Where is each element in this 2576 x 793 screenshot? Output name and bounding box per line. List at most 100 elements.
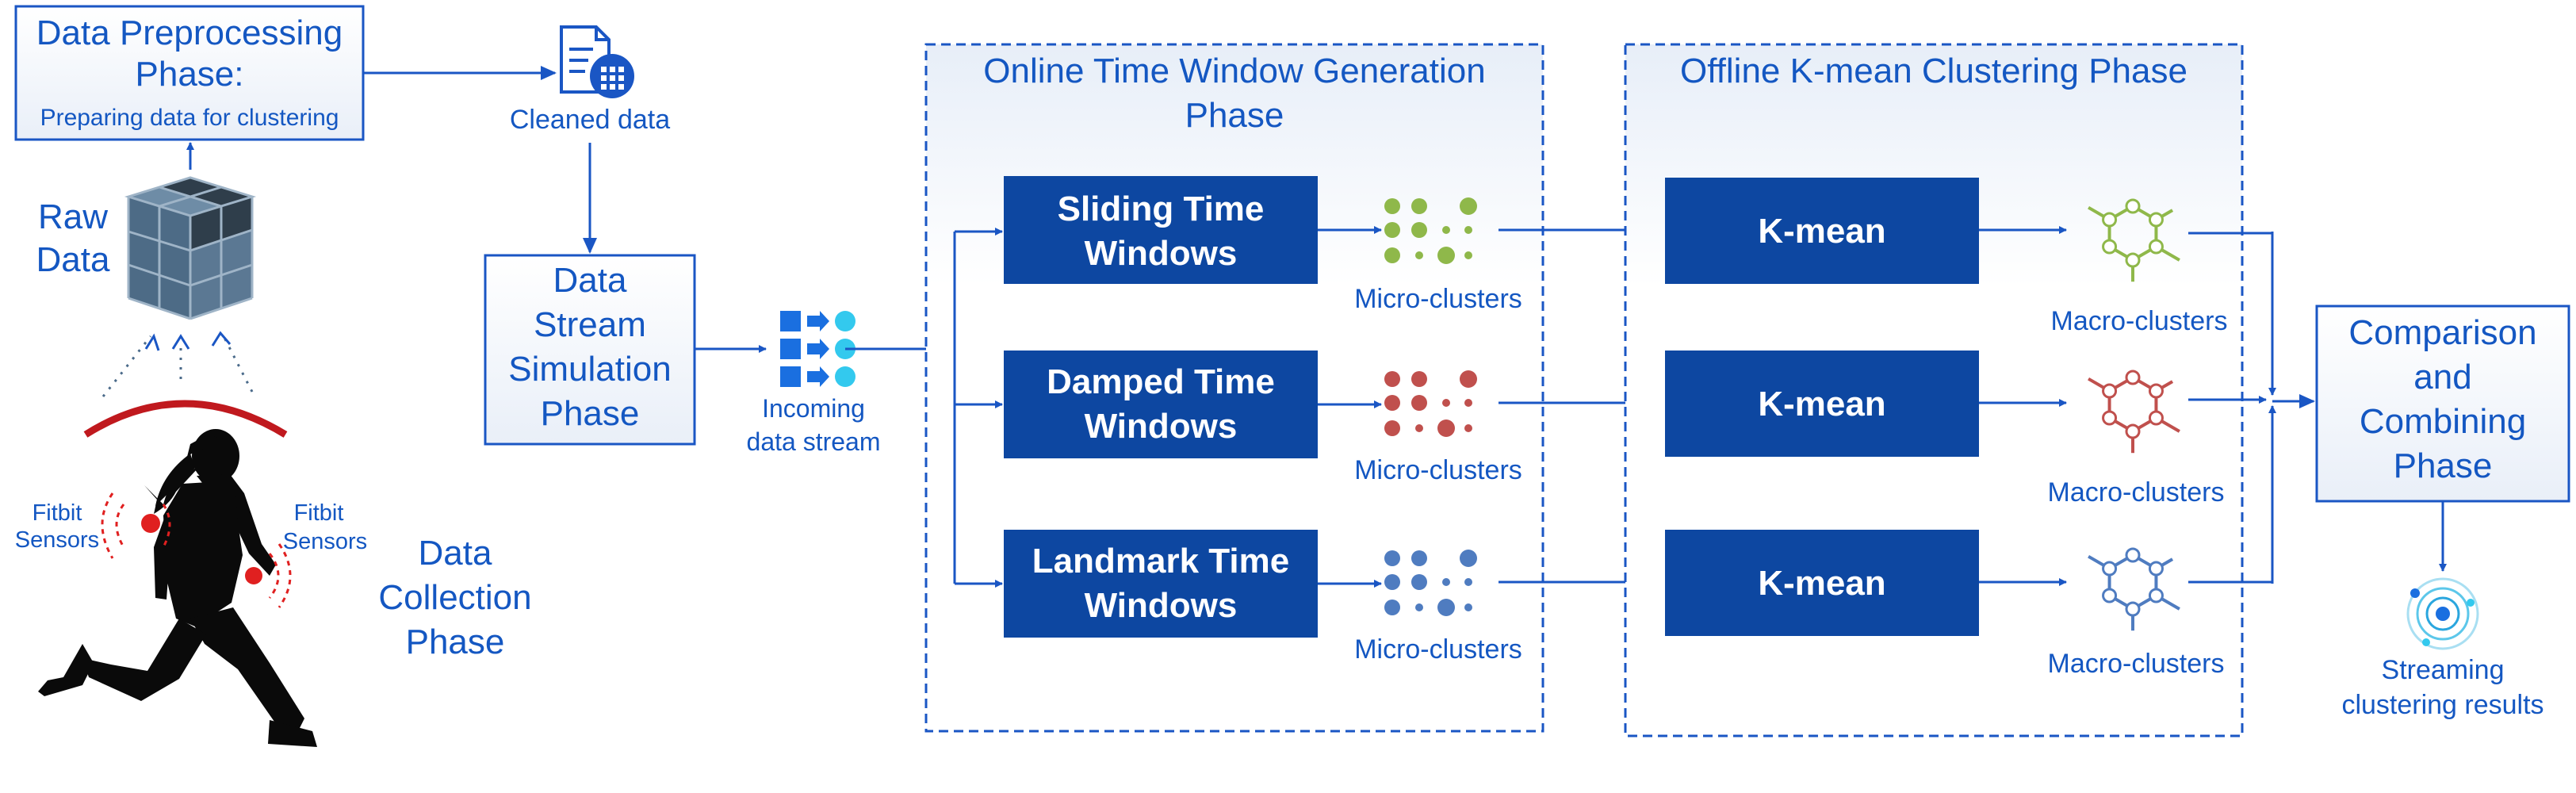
macro-cluster-node [2102, 239, 2118, 255]
micro-cluster-dot [1384, 198, 1400, 214]
online-phase-title-line2: Phase [1185, 96, 1284, 135]
stream-sim-line2: Stream [534, 305, 646, 344]
sensor-right-icon [245, 543, 292, 608]
stream-sim-line4: Phase [541, 394, 640, 433]
macro-clusters-icon-1 [2088, 198, 2180, 282]
stream-simulation-phase-box: Data Stream Simulation Phase [484, 254, 696, 446]
streaming-results-icon [2406, 577, 2479, 650]
offline-phase-title: Offline K-mean Clustering Phase [1680, 52, 2187, 90]
macro-cluster-node [2125, 423, 2141, 439]
window-landmark-line1: Landmark Time [1032, 542, 1289, 580]
macro-cluster-node [2125, 547, 2141, 563]
preprocessing-phase-box: Data Preprocessing Phase: Preparing data… [14, 5, 365, 141]
signal-chevrons [144, 331, 232, 351]
macro-clusters-icon-3 [2088, 547, 2180, 631]
window-landmark: Landmark Time Windows [1004, 530, 1318, 638]
micro-cluster-dot [1384, 420, 1400, 436]
micro-clusters-icon-damped [1384, 370, 1477, 437]
sensor-left-label-line1: Fitbit [33, 500, 82, 526]
kmean-label-2: K-mean [1758, 385, 1885, 423]
kmean-box-3: K-mean [1665, 530, 1979, 636]
micro-cluster-dot [1442, 578, 1450, 586]
macro-cluster-node [2148, 383, 2164, 399]
micro-cluster-dot [1411, 395, 1427, 411]
macro-cluster-node [2125, 370, 2141, 385]
collection-phase-line3: Phase [406, 623, 505, 661]
results-label-line2: clustering results [2341, 690, 2543, 720]
macro-label-1: Macro-clusters [2051, 306, 2228, 336]
macro-cluster-node [2102, 588, 2118, 603]
stream-sim-line3: Simulation [508, 350, 671, 389]
sensor-left-icon [101, 492, 171, 559]
micro-cluster-dot [1460, 550, 1477, 567]
micro-cluster-dot [1460, 197, 1477, 215]
cleaned-data-icon [560, 25, 634, 98]
comparison-line2: and [2413, 358, 2471, 396]
macro-cluster-node [2148, 212, 2164, 228]
collection-phase-line2: Collection [378, 578, 531, 617]
micro-cluster-dot [1437, 599, 1455, 616]
runner-silhouette-icon [38, 429, 317, 747]
micro-label-landmark: Micro-clusters [1354, 634, 1522, 665]
micro-cluster-dot [1442, 399, 1450, 407]
raw-data-cube-icon [124, 176, 257, 320]
incoming-stream-icon [780, 311, 855, 387]
comparison-line3: Combining [2360, 402, 2526, 441]
sensor-right-label-line2: Sensors [283, 529, 367, 554]
sensor-signal-lines [101, 335, 254, 397]
macro-cluster-node [2148, 239, 2164, 255]
comparison-phase-box: Comparison and Combining Phase [2315, 305, 2570, 503]
macro-cluster-node [2125, 252, 2141, 268]
micro-clusters-icon-sliding [1384, 197, 1477, 264]
preprocessing-subtitle: Preparing data for clustering [40, 105, 339, 131]
micro-cluster-dot [1411, 198, 1427, 214]
collection-phase-line1: Data [419, 534, 492, 573]
comparison-line4: Phase [2394, 446, 2493, 485]
stream-sim-line1: Data [553, 261, 627, 300]
macro-cluster-node [2125, 198, 2141, 214]
window-sliding: Sliding Time Windows [1004, 176, 1318, 284]
macro-cluster-node [2102, 383, 2118, 399]
micro-cluster-dot [1464, 226, 1472, 234]
cleaned-data-label: Cleaned data [510, 105, 670, 135]
micro-cluster-dot [1437, 419, 1455, 437]
micro-cluster-dot [1411, 371, 1427, 387]
online-phase-title-line1: Online Time Window Generation [983, 52, 1485, 90]
window-damped: Damped Time Windows [1004, 351, 1318, 458]
kmean-label-3: K-mean [1758, 564, 1885, 603]
micro-cluster-dot [1415, 251, 1423, 259]
micro-cluster-dot [1384, 371, 1400, 387]
micro-cluster-dot [1464, 424, 1472, 432]
macro-cluster-node [2102, 410, 2118, 426]
sensor-left-label-line2: Sensors [15, 527, 99, 553]
micro-cluster-dot [1384, 247, 1400, 263]
macro-cluster-node [2125, 601, 2141, 617]
micro-cluster-dot [1384, 550, 1400, 566]
micro-cluster-dot [1384, 222, 1400, 238]
window-damped-line2: Windows [1085, 407, 1238, 446]
micro-label-sliding: Micro-clusters [1354, 284, 1522, 314]
macro-label-3: Macro-clusters [2048, 649, 2225, 679]
window-sliding-line1: Sliding Time [1058, 190, 1265, 228]
macro-cluster-node [2148, 561, 2164, 577]
micro-clusters-icon-landmark [1384, 550, 1477, 616]
raw-data-label-line2: Data [36, 240, 110, 279]
micro-label-damped: Micro-clusters [1354, 455, 1522, 485]
macro-cluster-node [2148, 410, 2164, 426]
kmean-box-2: K-mean [1665, 351, 1979, 457]
preprocessing-title-line1: Data Preprocessing [36, 13, 343, 52]
micro-cluster-dot [1384, 600, 1400, 615]
window-landmark-line2: Windows [1085, 586, 1238, 625]
micro-cluster-dot [1464, 603, 1472, 611]
window-damped-line1: Damped Time [1047, 362, 1275, 401]
macro-label-2: Macro-clusters [2048, 477, 2225, 508]
macro-cluster-node [2102, 212, 2118, 228]
micro-cluster-dot [1415, 424, 1423, 432]
micro-cluster-dot [1411, 574, 1427, 590]
micro-cluster-dot [1460, 370, 1477, 388]
sensor-right-label-line1: Fitbit [294, 500, 344, 526]
micro-cluster-dot [1384, 395, 1400, 411]
micro-cluster-dot [1464, 399, 1472, 407]
macro-clusters-icon-2 [2088, 370, 2180, 454]
